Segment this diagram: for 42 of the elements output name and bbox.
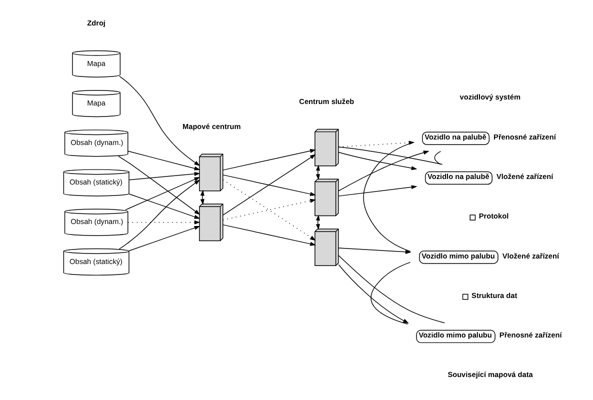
node-label: Přenosné zařízení — [494, 132, 556, 142]
arrow — [128, 150, 200, 170]
node-label: Vložené zařízení — [496, 172, 554, 182]
arrow — [222, 148, 316, 170]
connector — [338, 146, 443, 165]
node-box: Vozidlo na palubě — [422, 132, 490, 145]
arrow — [316, 214, 320, 230]
node-box: Vozidlo na palubě — [424, 171, 492, 185]
connector — [363, 142, 414, 252]
arrow — [338, 185, 418, 196]
arrow — [128, 172, 200, 180]
label: Centrum služeb — [299, 96, 354, 106]
legend-label: Protokol — [478, 212, 509, 221]
legend-label: Struktura dat — [472, 290, 518, 300]
arrow — [222, 179, 316, 241]
arrow — [128, 220, 200, 224]
arrow — [338, 150, 430, 192]
label: Související mapová data — [448, 370, 533, 379]
arrow — [316, 164, 320, 180]
label: Mapové centrum — [182, 122, 241, 131]
arrow — [222, 224, 316, 246]
arrow — [338, 152, 418, 170]
node-label: Vložené zařízení — [502, 251, 559, 260]
connector — [338, 255, 445, 324]
arrow — [128, 226, 200, 252]
arrow — [222, 154, 316, 216]
arrow — [118, 180, 200, 250]
label: vozidlový systém — [460, 92, 521, 102]
arrow — [222, 174, 316, 196]
arrow — [125, 176, 200, 210]
label: Zdroj — [87, 18, 106, 28]
node-box: Vozidlo mimo palubu — [419, 250, 498, 264]
arrow — [118, 156, 200, 215]
arrow — [338, 264, 409, 324]
node-box: Vozidlo mimo palubu — [416, 330, 496, 344]
connector — [370, 262, 411, 325]
arrow — [119, 76, 200, 166]
node-label: Přenosné zařízení — [499, 330, 562, 340]
arrow — [222, 198, 316, 220]
arrow — [338, 248, 412, 254]
connector — [434, 150, 442, 165]
arrow — [128, 194, 200, 219]
